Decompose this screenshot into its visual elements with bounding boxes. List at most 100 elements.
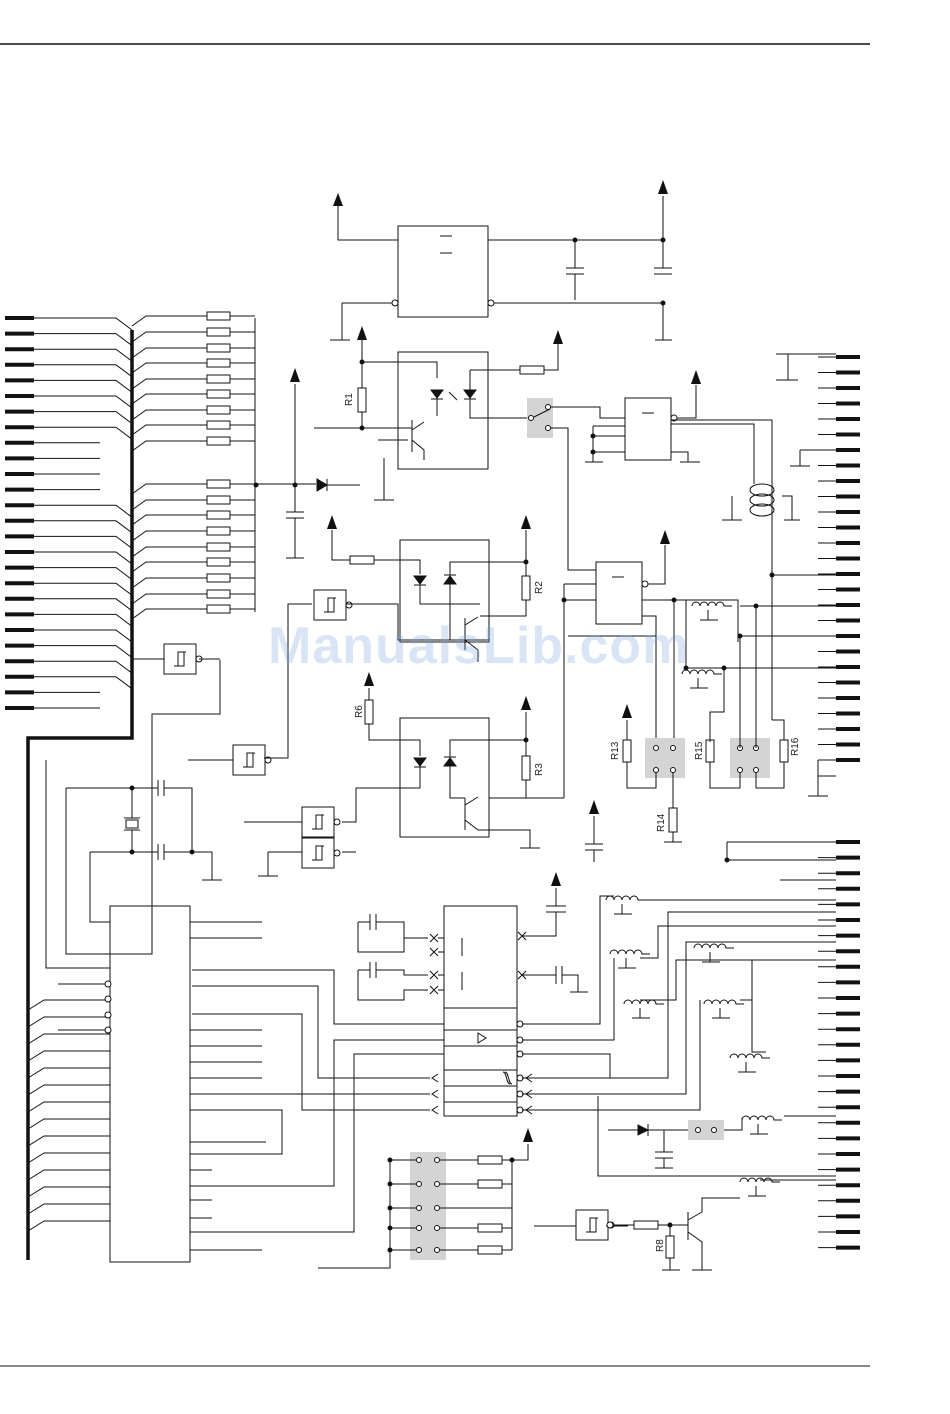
ladder-wire [132,609,207,619]
inductor [740,1178,780,1196]
ladder-wire [132,515,207,525]
ladder-wire [132,594,207,604]
left-connector-pins [5,318,34,708]
ladder-wire [132,441,207,451]
resistor-ladder [132,312,255,619]
ladder-resistor [207,359,230,367]
output-transistor-stage [534,1198,740,1270]
ladder-resistor [207,605,230,613]
right-connector-pins [836,357,860,1248]
inductor [610,950,650,968]
ladder-wire [132,531,207,541]
left-bus [28,330,132,1260]
schmitt-wire [258,852,302,876]
left-wire [34,365,132,377]
mcu-bus-wire [28,1085,110,1095]
ladder-resistor [207,543,230,551]
ladder-wire [132,332,207,342]
ladder-resistor [207,312,230,320]
mcu-bus-wire [46,760,110,968]
jumper-pad [435,1248,440,1253]
ladder-resistor [207,437,230,445]
crystal-oscillator [66,780,222,954]
inductor [704,1000,744,1018]
left-wire [34,349,132,361]
left-wire [34,677,132,689]
inductor [692,602,732,620]
left-connector-wires [28,318,132,1231]
label-r15: R15 [694,741,705,760]
ladder-wire [132,425,207,435]
jumper-pad [417,1226,422,1231]
ladder-wire [132,316,207,326]
left-wire [34,427,132,439]
left-wire [34,536,132,548]
ladder-wire [132,379,207,389]
uart-pin-arrow [432,1090,438,1098]
jumper-pad [417,1206,422,1211]
label-r6: R6 [354,705,365,718]
ladder-wire [132,394,207,404]
ladder-resistor [207,328,230,336]
label-r13: R13 [610,741,621,760]
no-connect-mark [430,971,438,979]
left-wire [34,318,132,330]
mcu-bus-wire [28,1170,110,1180]
optocoupler-1 [314,340,558,500]
ladder-resistor [207,421,230,429]
ladder-resistor [207,574,230,582]
jumper-resistor [478,1224,502,1232]
inductor [624,1000,664,1018]
left-wire [34,380,132,392]
voltage-regulator [330,196,672,340]
mcu-bus-wire [28,1221,110,1231]
jumper-block-c [410,1152,446,1260]
ladder-resistor [207,375,230,383]
jumper-pad [417,1182,422,1187]
jumper-pad [417,1248,422,1253]
schmitt-trigger-gate [302,807,340,837]
no-connect-mark [430,986,438,994]
mcu-bus-wire [28,1034,110,1044]
mcu-bus-wire [28,1187,110,1197]
uart-capacitors [358,888,588,1000]
ladder-resistor [207,558,230,566]
schmitt-trigger-gate [302,838,340,868]
left-wire [34,646,132,658]
ladder-resistor [207,390,230,398]
jumper-pad [435,1226,440,1231]
ladder-resistor [207,590,230,598]
left-wire [34,661,132,673]
inductor [730,1054,770,1072]
mcu-bus-wire [28,1068,110,1078]
left-wire [34,599,132,611]
label-r2: R2 [534,581,545,594]
ladder-wire [132,578,207,588]
jumper-pad [435,1182,440,1187]
uart-pin-arrow [432,1074,438,1082]
ladder-wire [132,547,207,557]
uart-ic [444,906,517,1116]
jumper-resistor [478,1156,502,1164]
ladder-wire [132,348,207,358]
left-wire [34,412,132,424]
ladder-wire [132,500,207,510]
mcu-bus-wire [28,1017,110,1027]
jumper-pad [435,1158,440,1163]
ladder-resistor [207,344,230,352]
left-wire [34,396,132,408]
schmitt-trigger-gate [233,745,271,775]
schmitt-trigger-gate [164,644,202,674]
jumper-block-a [645,738,685,778]
mcu-bus-wire [28,1119,110,1129]
jumper-resistor [478,1180,502,1188]
inductor [606,896,646,914]
left-wire [34,334,132,346]
no-connect-mark [430,934,438,942]
watermark: ManualsLib.com [268,616,689,676]
bottom-diode-cap [608,1118,742,1168]
ladder-wire [132,562,207,572]
ladder-resistor [207,480,230,488]
